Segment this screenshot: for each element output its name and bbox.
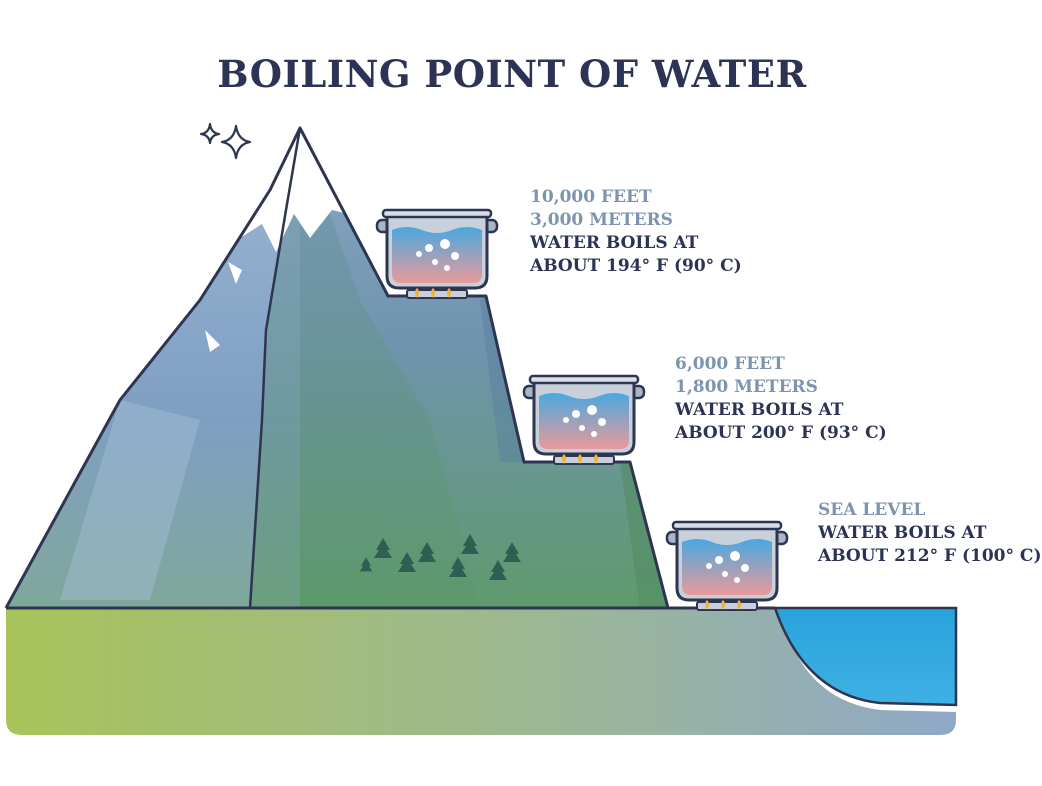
altitude-meters: 1,800 METERS [675, 377, 818, 397]
boil-text-2: ABOUT 212° F (100° C) [818, 546, 1042, 566]
boil-text-2: ABOUT 200° F (93° C) [675, 423, 887, 443]
level-label-sea: SEA LEVEL WATER BOILS AT ABOUT 212° F (1… [818, 499, 1042, 568]
altitude-sea-level: SEA LEVEL [818, 500, 926, 520]
altitude-feet: 6,000 FEET [675, 354, 785, 374]
pot-icon [665, 520, 789, 612]
diagram-title: BOILING POINT OF WATER [217, 52, 807, 96]
pot-icon [375, 208, 499, 300]
sparkle-icon [199, 122, 252, 160]
pot-icon [522, 374, 646, 466]
mountain-left-slope [6, 128, 300, 608]
snow-cap [240, 128, 348, 252]
altitude-feet: 10,000 FEET [530, 187, 652, 207]
level-label-high: 10,000 FEET 3,000 METERS WATER BOILS AT … [530, 186, 742, 278]
boil-text-1: WATER BOILS AT [530, 233, 699, 253]
boil-text-1: WATER BOILS AT [818, 523, 987, 543]
ground [6, 608, 956, 735]
boil-text-2: ABOUT 194° F (90° C) [530, 256, 742, 276]
level-label-mid: 6,000 FEET 1,800 METERS WATER BOILS AT A… [675, 353, 887, 445]
altitude-meters: 3,000 METERS [530, 210, 673, 230]
boil-text-1: WATER BOILS AT [675, 400, 844, 420]
sea [773, 606, 958, 707]
